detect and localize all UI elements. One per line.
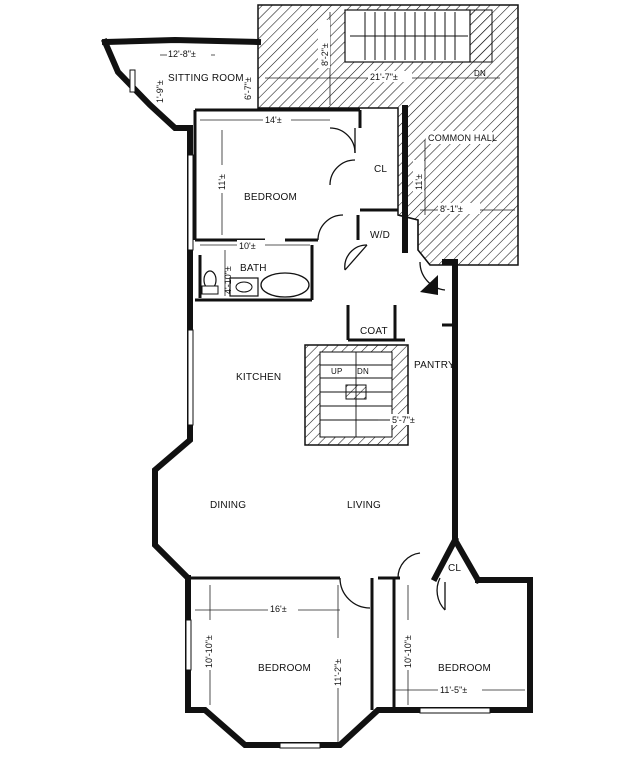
- room-labels: SITTING ROOM BEDROOM CL W/D BATH COAT PA…: [168, 69, 491, 674]
- label-pantry: PANTRY: [414, 360, 455, 371]
- dim-bedroom-top-height: 11'±: [217, 174, 227, 190]
- dim-hall-width: 8'-1"±: [440, 204, 463, 214]
- dim-bath-width: 10'±: [239, 241, 256, 251]
- label-sitting-room: SITTING ROOM: [168, 73, 244, 84]
- dim-hall-top-width: 21'-7"±: [370, 72, 398, 82]
- label-stair-dn-inner: DN: [357, 367, 369, 376]
- windows: [129, 69, 491, 749]
- label-kitchen: KITCHEN: [236, 372, 281, 383]
- label-bath: BATH: [240, 263, 267, 274]
- bathtub: [260, 272, 310, 298]
- dim-sitting-width: 12'-8"±: [168, 49, 196, 59]
- central-stair: [304, 344, 409, 446]
- dim-bedroom-left-height-2: 11'-2"±: [333, 659, 343, 686]
- label-coat: COAT: [360, 326, 388, 337]
- door-swings: [317, 127, 446, 611]
- entry-arrow-icon: [420, 275, 438, 295]
- dim-hall-top-height: 8'-2"±: [320, 43, 330, 66]
- label-stair-up: UP: [331, 367, 343, 376]
- dim-bedroom-right-height: 10'-10"±: [403, 635, 413, 668]
- label-living: LIVING: [347, 500, 381, 511]
- dim-sitting-height-1: 1'-9"±: [155, 80, 165, 103]
- dim-bedroom-left-height-1: 10'-10"±: [204, 635, 214, 668]
- common-hall-area: [257, 4, 519, 266]
- dim-sitting-height-2: 6'-7"±: [243, 77, 253, 100]
- dim-bath-height: 4'-10"±: [223, 266, 233, 294]
- label-bedroom-left: BEDROOM: [258, 663, 311, 674]
- label-bedroom-right: BEDROOM: [438, 663, 491, 674]
- dim-bedroom-left-width: 16'±: [270, 604, 287, 614]
- label-dining: DINING: [210, 500, 246, 511]
- dim-stair-width: 5'-7"±: [392, 415, 415, 425]
- dim-bedroom-top-width: 14'±: [265, 115, 282, 125]
- exterior-walls: [101, 36, 533, 748]
- interior-walls: [190, 108, 455, 710]
- label-stair-dn-top: DN: [474, 69, 486, 78]
- label-washer-dryer: W/D: [370, 230, 390, 241]
- dimension-labels: 12'-8"± 1'-9"± 6'-7"± 8'-2"± 21'-7"± 11'…: [155, 20, 482, 695]
- sink: [235, 281, 253, 293]
- label-closet-top: CL: [374, 164, 387, 175]
- upper-stair-treads: [350, 12, 468, 60]
- label-closet-bottom: CL: [448, 563, 461, 574]
- label-common-hall: COMMON HALL: [428, 133, 497, 143]
- dim-hall-height: 11'±: [414, 174, 424, 190]
- bath-fixtures: [201, 270, 310, 298]
- label-bedroom-top: BEDROOM: [244, 192, 297, 203]
- dim-bedroom-right-width: 11'-5"±: [440, 685, 467, 695]
